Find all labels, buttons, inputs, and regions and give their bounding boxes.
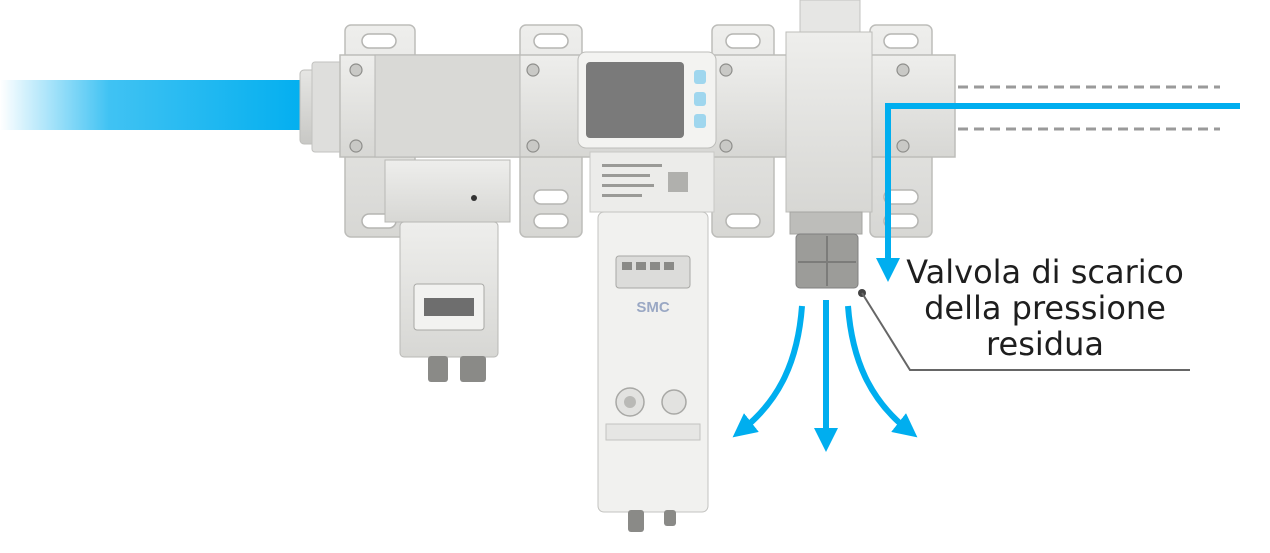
center-lower-module: SMC [597, 211, 709, 532]
callout-label: Valvola di scarico della pressione resid… [880, 254, 1210, 362]
right-valve-module [785, 0, 873, 289]
manifold-screw [349, 63, 910, 153]
brand-label: SMC [636, 299, 670, 316]
inlet-fitting [299, 61, 343, 153]
inlet-flow-arrow [0, 80, 312, 130]
bracket-slot [361, 33, 919, 229]
center-display-module [577, 51, 717, 213]
exhaust-arrow-right [845, 305, 918, 438]
left-sensor-module [374, 54, 521, 382]
outlet-flow-arrow [876, 103, 1240, 282]
callout-line-1: Valvola di scarico [906, 253, 1184, 291]
callout-line-2: della pressione [924, 289, 1166, 327]
callout-leader [858, 289, 1190, 371]
exhaust-arrow-left [732, 305, 805, 438]
exhaust-arrows [732, 300, 918, 452]
outlet-pipe-outline [958, 85, 1220, 131]
callout-line-3: residua [986, 325, 1104, 363]
